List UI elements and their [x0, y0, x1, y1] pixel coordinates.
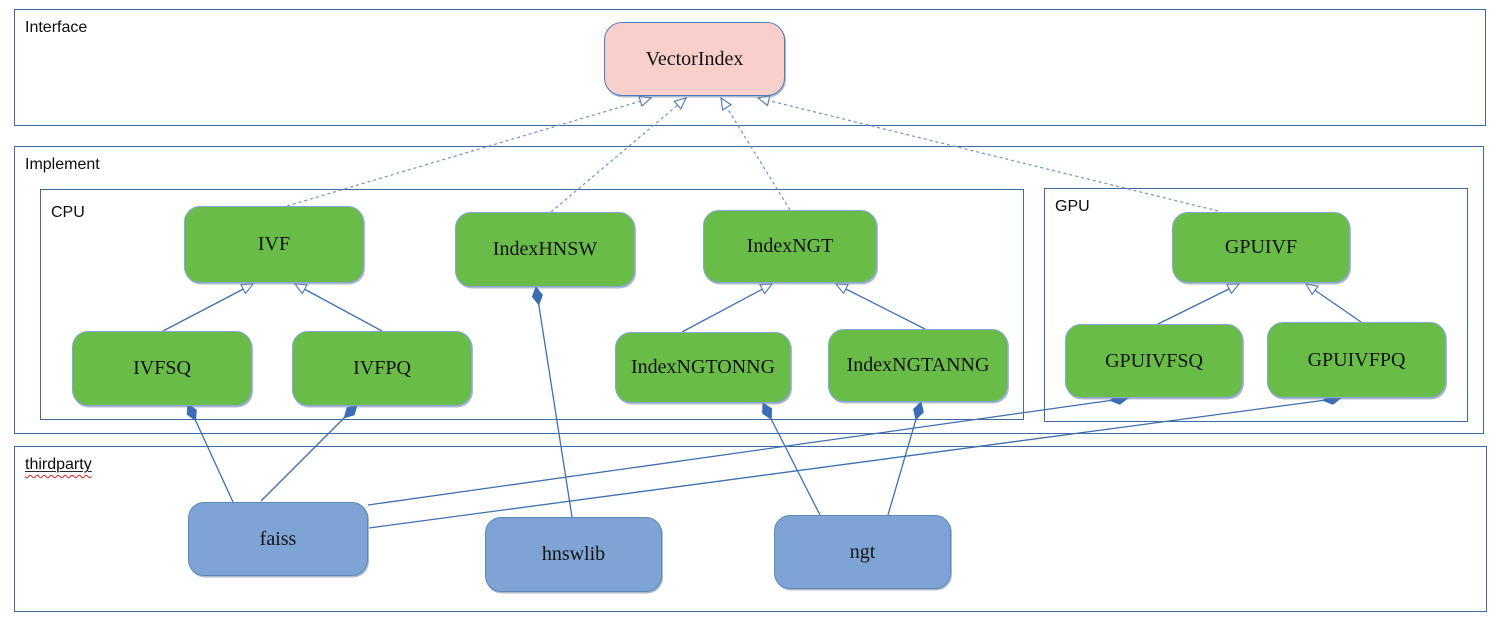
node-ngt: ngt [774, 515, 951, 589]
node-gpuivfsq: GPUIVFSQ [1065, 324, 1243, 398]
section-gpu-label: GPU [1055, 198, 1090, 215]
node-vectorindex: VectorIndex [604, 22, 785, 96]
node-faiss-label: faiss [259, 527, 297, 550]
node-hnswlib-label: hnswlib [541, 543, 606, 565]
section-implement-label: Implement [25, 156, 100, 173]
section-thirdparty-label-text: thirdparty [25, 456, 92, 473]
section-interface-label: Interface [25, 19, 88, 36]
node-ivfsq-label: IVFSQ [133, 357, 191, 379]
node-indexhnsw: IndexHNSW [455, 212, 635, 287]
section-thirdparty-label: thirdparty [25, 456, 92, 474]
node-indexngtonng-label: IndexNGTONNG [630, 356, 776, 378]
node-indexhnsw-label: IndexHNSW [492, 238, 598, 260]
node-hnswlib: hnswlib [485, 517, 662, 592]
node-gpuivfpq: GPUIVFPQ [1267, 322, 1446, 398]
node-gpuivfsq-label: GPUIVFSQ [1105, 349, 1203, 372]
node-ivfpq-label: IVFPQ [353, 357, 411, 379]
node-indexngtanng: IndexNGTANNG [828, 329, 1008, 402]
node-vectorindex-label: VectorIndex [645, 47, 744, 70]
node-ngt-label: ngt [849, 540, 876, 563]
node-gpuivfpq-label: GPUIVFPQ [1307, 348, 1406, 371]
node-gpuivf: GPUIVF [1172, 212, 1350, 283]
section-cpu-label: CPU [51, 204, 85, 221]
node-indexngtonng: IndexNGTONNG [615, 332, 791, 403]
node-faiss: faiss [188, 502, 368, 576]
node-ivf-label: IVF [257, 233, 291, 255]
node-ivfpq: IVFPQ [292, 331, 472, 406]
node-indexngt: IndexNGT [703, 210, 877, 283]
node-indexngt-label: IndexNGT [746, 235, 834, 257]
node-gpuivf-label: GPUIVF [1224, 236, 1298, 258]
node-ivf: IVF [184, 206, 364, 283]
node-ivfsq: IVFSQ [72, 331, 252, 406]
node-indexngtanng-label: IndexNGTANNG [846, 354, 990, 376]
